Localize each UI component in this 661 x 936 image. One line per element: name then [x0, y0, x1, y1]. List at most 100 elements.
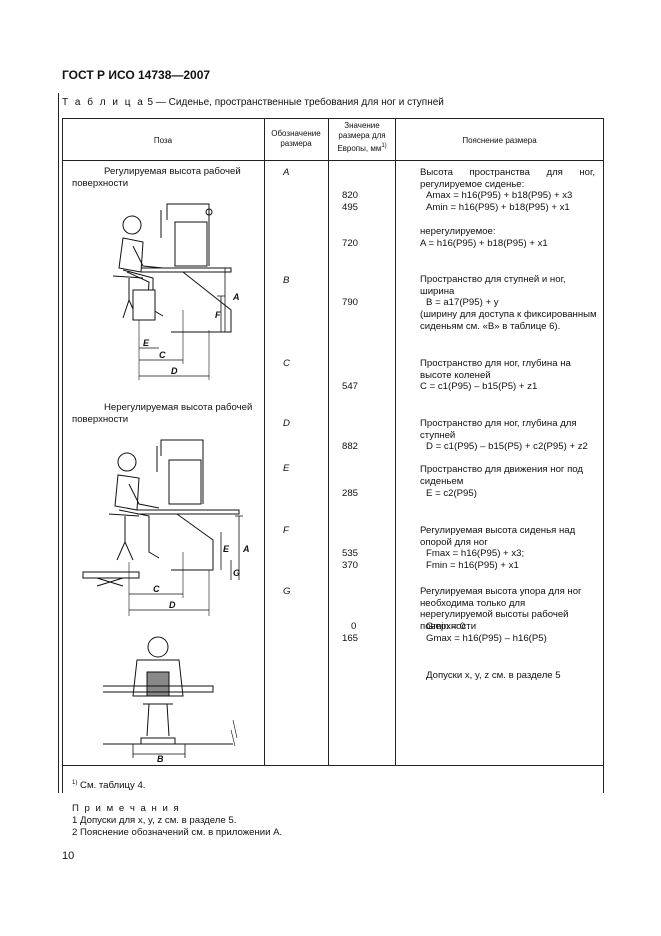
explanation-g-min: Gmin = 0 [426, 621, 466, 632]
explanation-e-title: Пространство для движения ног под сидень… [420, 464, 584, 487]
fig-top-label-f: F [215, 310, 221, 320]
figure-fixed-workstation [82, 439, 243, 616]
explanation-b-title: Пространство для ступней и ног, ширина [420, 274, 566, 297]
designation-a: A [283, 167, 290, 178]
explanation-f-min: Fmin = h16(P95) + x1 [426, 560, 519, 571]
person-head-3 [147, 636, 169, 658]
fig-top-label-a: A [232, 292, 240, 302]
value-b: 790 [342, 297, 359, 308]
fig-mid-label-e: E [223, 544, 230, 554]
explanation-g-title: Регулируемая высота упора для ног необхо… [420, 586, 582, 632]
value-g-min: 0 [351, 621, 357, 632]
explanation-c-title: Пространство для ног, глубина на высоте … [420, 358, 571, 381]
explanation-a-title: Высота пространства для ног, регулируемо… [420, 167, 595, 190]
footrest [82, 571, 140, 579]
value-e: 285 [342, 488, 359, 499]
seat-2 [108, 513, 140, 561]
machine-stand [166, 203, 210, 266]
figures-svg: A F E C D A E G C D B [82, 203, 250, 764]
base-plate [140, 737, 176, 745]
col-divider-1 [264, 118, 265, 765]
header-bottom-border [62, 160, 604, 161]
person-head-2 [117, 452, 137, 472]
value-c: 547 [342, 381, 359, 392]
explanation-e-formula: E = c2(P95) [426, 488, 477, 499]
designation-d: D [283, 418, 290, 429]
explanation-c-formula: C = c1(P95) – b15(P5) + z1 [420, 381, 538, 392]
explanation-g-max: Gmax = h16(P95) – h16(P5) [426, 633, 547, 644]
col-header-value-sup: 1) [381, 143, 387, 149]
value-a-min: 495 [342, 202, 359, 213]
machine-body [174, 221, 208, 267]
value-f-max: 535 [342, 548, 359, 559]
designation-e: E [283, 463, 290, 474]
col-divider-2 [328, 118, 329, 765]
dim-f [217, 295, 225, 333]
explanation-a-fixed: A = h16(P95) + b18(P95) + x1 [420, 238, 548, 249]
designation-b: B [283, 275, 290, 286]
explanation-b-note: (ширину для доступа к фиксированным сиде… [420, 309, 597, 332]
fig-mid-label-a: A [242, 544, 250, 554]
page-number: 10 [62, 850, 75, 862]
fig-top-label-e: E [143, 338, 150, 348]
floor-hatch-3 [230, 719, 238, 747]
col-header-designation: Обозначение размера [271, 129, 321, 148]
desk-leg [171, 271, 232, 333]
person-torso-hatched [146, 671, 170, 697]
footrest-legs [96, 577, 124, 587]
notes-title: П р и м е ч а н и я [72, 803, 181, 814]
col-header-explanation: Пояснение размера [462, 136, 537, 145]
value-d: 882 [342, 441, 359, 452]
figure-front-view [103, 636, 238, 758]
fig-top-label-d: D [171, 366, 178, 376]
footnote-marker: 1) [72, 780, 78, 786]
footnote-text: См. таблицу 4. [77, 780, 146, 791]
caption-prefix: Т а б л и ц а [62, 97, 145, 108]
value-f-min: 370 [342, 560, 359, 571]
designation-f: F [283, 525, 289, 536]
value-a-max: 820 [342, 190, 359, 201]
designation-g: G [283, 586, 291, 597]
body-bottom-border [62, 765, 604, 766]
pose-label-adjustable: Регулируемая высота рабочей поверхности [72, 166, 241, 189]
person-arm [132, 245, 164, 269]
col-header-value-text: Значение размера для Европы, мм [337, 121, 386, 153]
table-caption: Т а б л и ц а 5 — Сиденье, пространствен… [62, 97, 444, 108]
desk-top-2 [137, 509, 240, 515]
fig-mid-label-d: D [169, 600, 176, 610]
explanation-b-formula: B = a17(P95) + y [426, 297, 499, 308]
footnote: 1) См. таблицу 4. [72, 777, 145, 792]
dim-b [132, 744, 186, 758]
ext-lines-top [138, 310, 210, 380]
person-leg-2a [118, 509, 160, 559]
explanation-f-title: Регулируемая высота сиденья над опорой д… [420, 525, 576, 548]
caption-text: 5 — Сиденье, пространственные требования… [144, 97, 444, 108]
note-2: 2 Пояснение обозначений см. в приложении… [72, 827, 283, 838]
fig-mid-label-c: C [153, 584, 160, 594]
fig-bottom-label-b: B [157, 754, 164, 764]
desk-leg-2 [171, 513, 214, 571]
fig-mid-label-g: G [233, 568, 240, 578]
person-body [118, 237, 144, 273]
person-head [122, 215, 142, 235]
machine-stand-2 [160, 439, 204, 504]
value-g-max: 165 [342, 633, 359, 644]
table-left-border-outer [58, 93, 59, 793]
dim-a-mid [235, 515, 243, 580]
designation-c: C [283, 358, 290, 369]
explanation-d-formula: D = c1(P95) – b15(P5) + c2(P95) + z2 [426, 441, 588, 452]
col-divider-3 [395, 118, 396, 765]
seat-3 [143, 703, 173, 737]
explanation-a-max: Amax = h16(P95) + b18(P95) + x3 [426, 190, 573, 201]
figure-adjustable-workstation [112, 203, 232, 380]
col-header-pose: Поза [153, 136, 173, 145]
fig-top-label-c: C [159, 350, 166, 360]
machine-body-2 [168, 459, 202, 505]
explanation-d-title: Пространство для ног, глубина для ступне… [420, 418, 577, 441]
table-right-border [603, 118, 604, 793]
ext-lines-mid [128, 552, 210, 616]
table-left-border [62, 118, 63, 793]
col-header-value: Значение размера для Европы, мм1) [330, 121, 394, 154]
foot-block [132, 289, 156, 321]
tolerance-note: Допуски x, y, z см. в разделе 5 [426, 670, 561, 681]
